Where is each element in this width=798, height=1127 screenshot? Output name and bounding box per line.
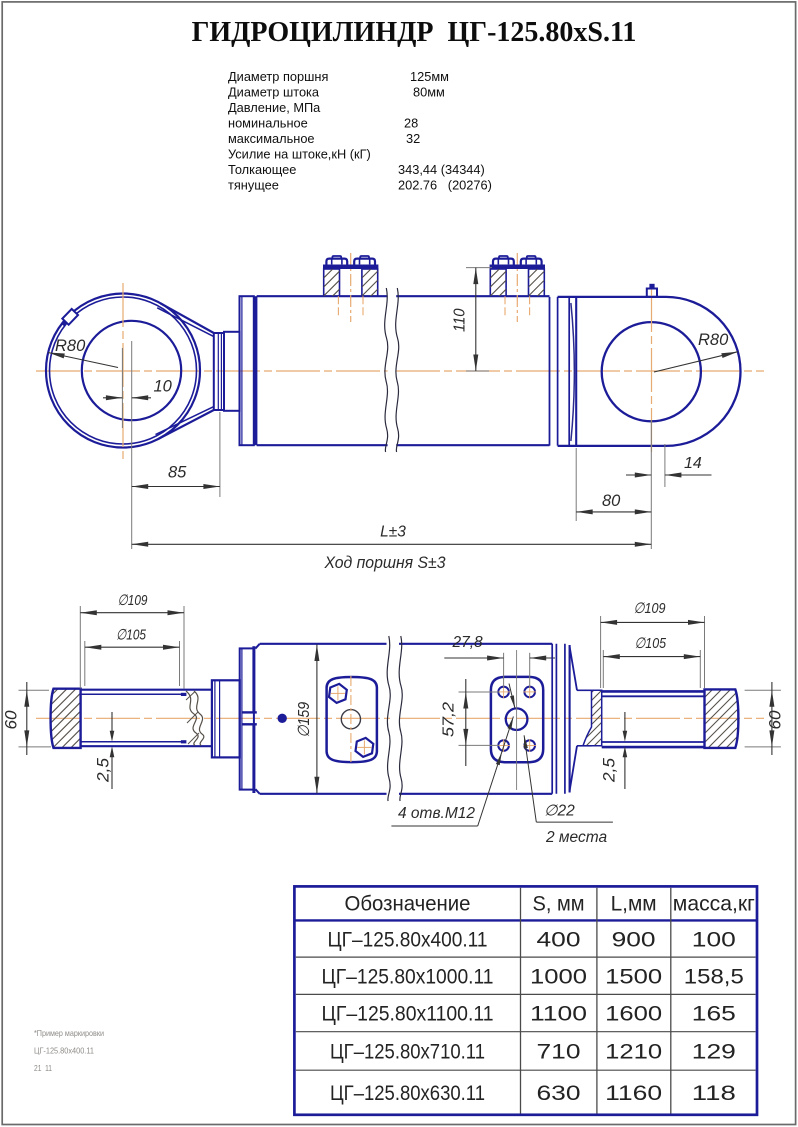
svg-text:158,5: 158,5	[684, 966, 744, 989]
svg-text:118: 118	[692, 1082, 736, 1105]
svg-text:номинальное: номинальное	[228, 116, 308, 131]
svg-text:14: 14	[684, 455, 702, 472]
svg-text:1000: 1000	[530, 966, 587, 989]
svg-text:∅105: ∅105	[635, 635, 667, 652]
svg-text:ЦГ–125.80х1100.11: ЦГ–125.80х1100.11	[322, 1003, 494, 1026]
svg-text:32: 32	[406, 131, 420, 146]
svg-text:*Пример маркировки: *Пример маркировки	[34, 1028, 104, 1038]
svg-text:710: 710	[537, 1041, 581, 1064]
svg-text:ЦГ–125.80х630.11: ЦГ–125.80х630.11	[330, 1082, 485, 1105]
svg-text:1160: 1160	[605, 1082, 662, 1105]
svg-text:202.76 (20276): 202.76 (20276)	[398, 178, 492, 193]
svg-text:60: 60	[766, 710, 785, 730]
svg-text:∅105: ∅105	[116, 627, 147, 644]
svg-text:1210: 1210	[605, 1041, 662, 1064]
svg-text:максимальное: максимальное	[228, 131, 315, 146]
svg-text:∅22: ∅22	[544, 803, 575, 820]
svg-text:10: 10	[154, 378, 173, 396]
svg-text:Усилие на штоке,кН (кГ): Усилие на штоке,кН (кГ)	[228, 147, 371, 162]
svg-text:80мм: 80мм	[413, 85, 445, 100]
svg-text:ЦГ–125.80х710.11: ЦГ–125.80х710.11	[330, 1041, 485, 1064]
svg-text:125мм: 125мм	[410, 69, 449, 84]
svg-text:∅109: ∅109	[634, 600, 667, 617]
svg-text:400: 400	[537, 929, 581, 952]
svg-text:тянущее: тянущее	[228, 178, 279, 193]
svg-text:S, мм: S, мм	[533, 893, 585, 916]
svg-text:28: 28	[404, 116, 418, 131]
svg-text:60: 60	[2, 710, 21, 730]
svg-text:ЦГ-125.80х400.11: ЦГ-125.80х400.11	[34, 1046, 94, 1056]
svg-text:R80: R80	[55, 337, 86, 355]
svg-text:Толкающее: Толкающее	[228, 162, 296, 177]
svg-text:Ход поршня S±3: Ход поршня S±3	[324, 554, 447, 572]
svg-text:57,2: 57,2	[441, 702, 458, 737]
svg-text:1600: 1600	[605, 1003, 662, 1026]
svg-text:Давление, МПа: Давление, МПа	[228, 100, 321, 115]
svg-text:L±3: L±3	[380, 524, 406, 541]
svg-text:2 места: 2 места	[545, 829, 607, 846]
svg-text:ЦГ–125.80х1000.11: ЦГ–125.80х1000.11	[322, 966, 494, 989]
svg-text:900: 900	[612, 929, 656, 952]
svg-text:343,44 (34344): 343,44 (34344)	[398, 162, 485, 177]
svg-text:1100: 1100	[530, 1003, 587, 1026]
svg-text:100: 100	[692, 929, 736, 952]
svg-text:85: 85	[168, 464, 187, 482]
svg-text:165: 165	[692, 1003, 736, 1026]
svg-text:129: 129	[692, 1041, 736, 1064]
svg-text:∅159: ∅159	[296, 702, 313, 738]
svg-text:∅109: ∅109	[118, 592, 149, 609]
svg-text:L,мм: L,мм	[611, 893, 657, 916]
svg-text:ГИДРОЦИЛИНДР ЦГ-125.80хS.11: ГИДРОЦИЛИНДР ЦГ-125.80хS.11	[192, 17, 637, 48]
svg-text:2,5: 2,5	[95, 757, 113, 783]
svg-text:4 отв.М12: 4 отв.М12	[398, 805, 475, 822]
svg-text:110: 110	[452, 308, 469, 332]
svg-text:R80: R80	[698, 331, 729, 349]
svg-text:2,5: 2,5	[601, 757, 619, 783]
svg-text:ЦГ–125.80х400.11: ЦГ–125.80х400.11	[328, 929, 488, 952]
svg-text:Диаметр поршня: Диаметр поршня	[228, 69, 328, 84]
svg-text:630: 630	[537, 1082, 581, 1105]
svg-text:Обозначение: Обозначение	[345, 893, 471, 916]
svg-text:Диаметр штока: Диаметр штока	[228, 85, 320, 100]
svg-text:27,8: 27,8	[452, 634, 484, 651]
svg-text:масса,кг: масса,кг	[673, 893, 755, 916]
svg-text:80: 80	[602, 492, 621, 510]
svg-text:1500: 1500	[605, 966, 662, 989]
svg-text:21 11: 21 11	[34, 1063, 52, 1073]
